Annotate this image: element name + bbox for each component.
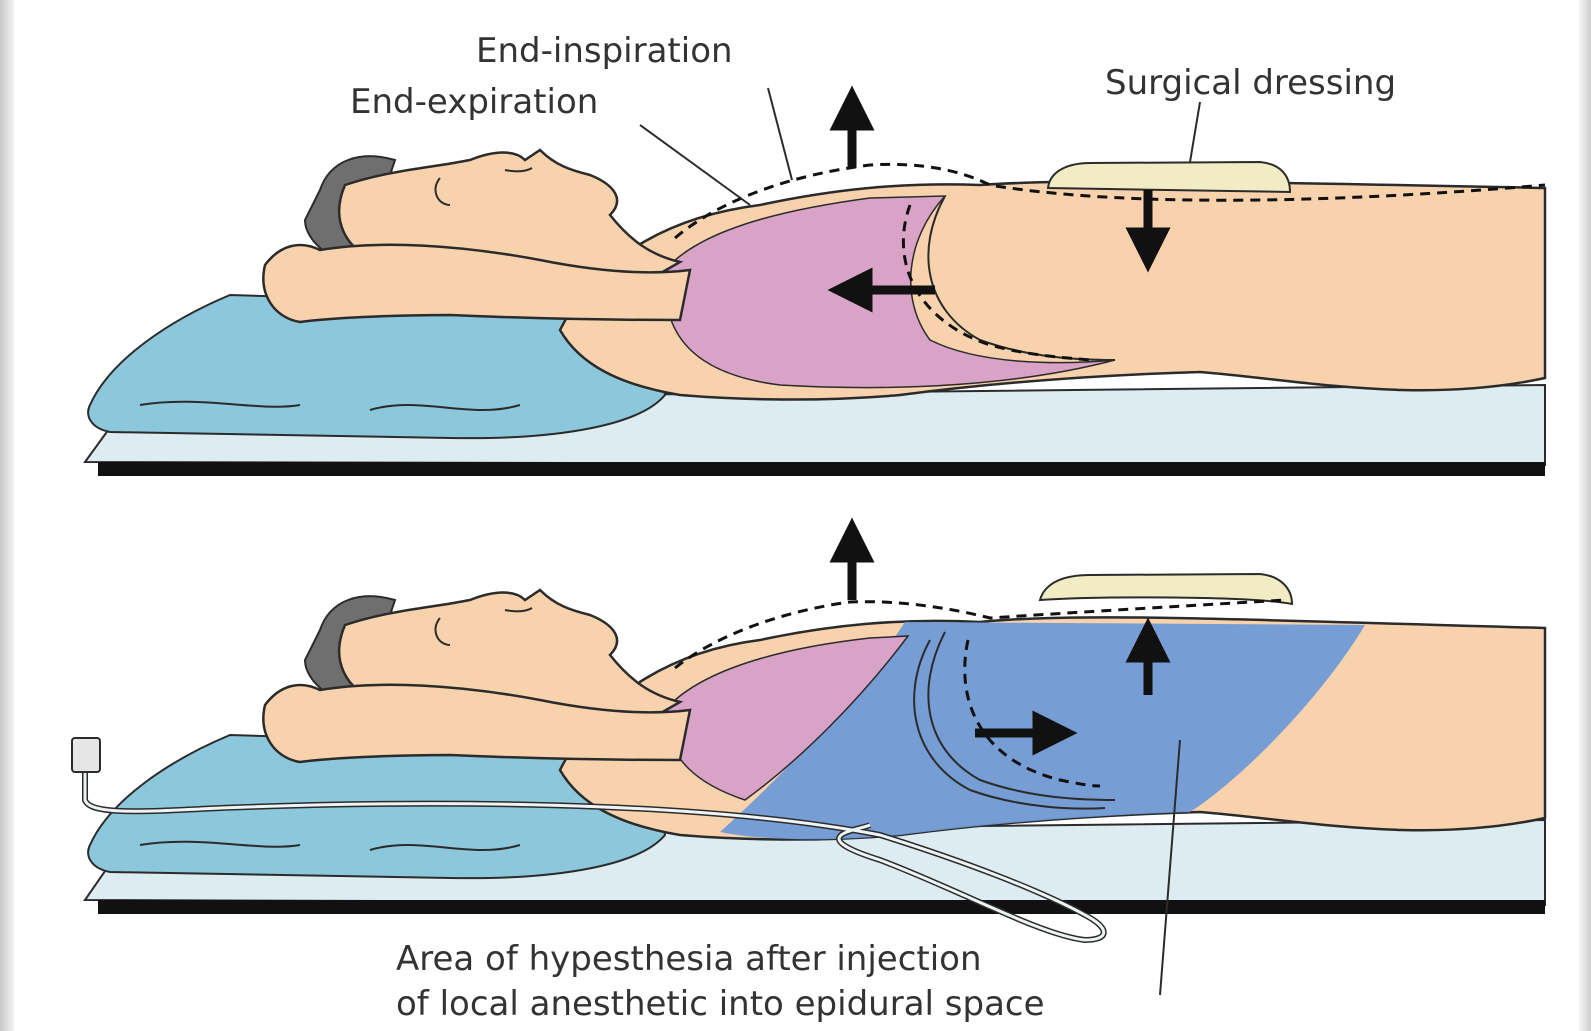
label-hypesthesia-line1: Area of hypesthesia after injection <box>396 939 982 979</box>
top-table <box>98 462 1545 476</box>
label-hypesthesia-line2: of local anesthetic into epidural space <box>396 984 1045 1024</box>
bottom-table <box>98 900 1545 914</box>
label-end-expiration: End-expiration <box>350 82 598 122</box>
top-panel <box>85 88 1545 476</box>
bottom-surgical-dressing <box>1040 574 1292 604</box>
catheter-connector <box>72 738 100 772</box>
top-surgical-dressing <box>1048 162 1290 192</box>
label-surgical-dressing: Surgical dressing <box>1105 63 1396 103</box>
bottom-panel <box>72 540 1545 995</box>
label-end-inspiration: End-inspiration <box>476 31 733 71</box>
